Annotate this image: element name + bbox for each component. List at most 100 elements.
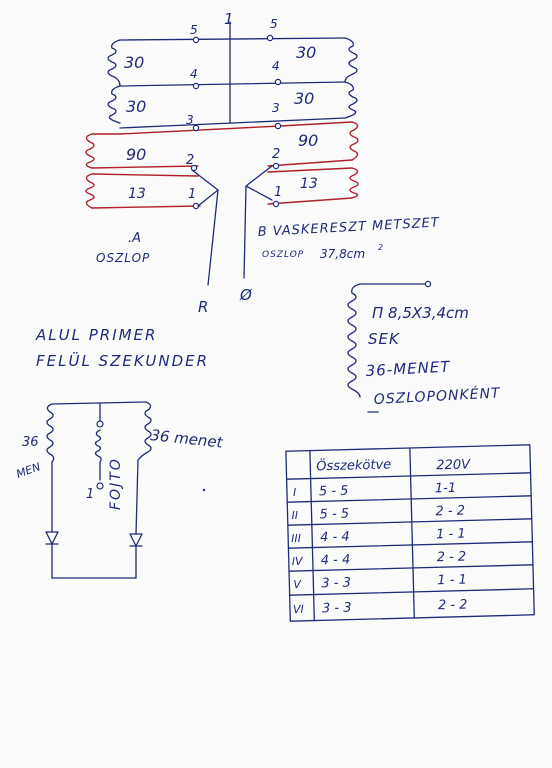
tap-line-4 xyxy=(119,81,346,87)
table-row: I 5 - 5 1-1 xyxy=(293,481,457,500)
core-area-exp: 2 xyxy=(378,243,383,252)
right-tap-2: 2 xyxy=(272,147,280,162)
note-primary: ALUL PRIMER xyxy=(35,326,157,344)
table-header-connection: Összekötve xyxy=(316,455,391,474)
sek-top-dot xyxy=(424,280,432,288)
choke-label: FOJTO xyxy=(108,457,124,510)
left-tap-5: 5 xyxy=(190,23,198,37)
note-secondary: FELÜL SZEKUNDER xyxy=(36,351,209,370)
row-volt: 1-1 xyxy=(435,481,457,497)
left-turns-4: 13 xyxy=(128,186,146,202)
connection-table: Összekötve 220V I 5 - 5 1-1 II 5 - 5 2 -… xyxy=(285,444,535,622)
red-tap-line-3 xyxy=(91,121,353,135)
table-header-voltage: 220V xyxy=(436,457,471,473)
core-area: 37,8cm xyxy=(320,247,365,261)
core-size: Π 8,5X3,4cm xyxy=(372,304,469,322)
row-conn: 4 - 4 xyxy=(321,553,351,569)
row-num: VI xyxy=(293,603,304,616)
sec-right-label: 36 menet xyxy=(150,426,225,452)
column-a-label: OSZLOP xyxy=(96,251,150,265)
column-b-word: OSZLOP xyxy=(262,250,304,260)
tap-dot-left-2 xyxy=(190,164,198,172)
tap-line-5 xyxy=(119,37,346,41)
row-volt: 2 - 2 xyxy=(435,504,465,520)
right-lead-join xyxy=(245,185,273,201)
tap-dot-right-3 xyxy=(274,122,282,130)
table-border xyxy=(285,444,535,622)
tap-dot-right-1 xyxy=(272,200,280,208)
row-volt: 1 - 1 xyxy=(437,573,467,589)
row-conn: 3 - 3 xyxy=(321,576,351,592)
left-tap-2: 2 xyxy=(186,153,194,168)
top-center-label: 1 xyxy=(224,10,234,28)
row-conn: 3 - 3 xyxy=(322,601,352,617)
red-bottom-right xyxy=(267,197,353,205)
right-turns-3: 90 xyxy=(298,131,318,150)
right-turns-1: 30 xyxy=(296,43,316,62)
tap-dot-right-2 xyxy=(272,162,280,170)
choke-coil xyxy=(94,429,102,481)
tap-dot-right-5 xyxy=(266,34,274,42)
right-tap-3: 3 xyxy=(272,101,280,115)
right-tap-5: 5 xyxy=(270,17,278,31)
choke-tap: 1 xyxy=(86,487,94,502)
table-row: VI 3 - 3 2 - 2 xyxy=(293,598,468,617)
left-lead-join xyxy=(197,189,219,207)
left-coil-red xyxy=(85,133,95,209)
row-num: V xyxy=(293,578,302,591)
row-conn: 4 - 4 xyxy=(320,530,350,546)
right-diode xyxy=(129,533,143,547)
left-tap-4: 4 xyxy=(190,67,198,81)
secondary-circuit: 1 FOJTO 36 MEN 36 menet xyxy=(15,401,225,579)
sec-top-wire xyxy=(51,401,147,405)
right-turns-4: 13 xyxy=(300,176,318,192)
stray-dot xyxy=(202,488,206,492)
row-volt: 2 - 2 xyxy=(438,598,468,614)
red-tap-line-1-right xyxy=(267,167,353,173)
red-tap-line-2-left xyxy=(91,165,199,169)
column-a-letter: .A xyxy=(128,231,141,246)
sec-right-coil xyxy=(135,401,152,535)
tap-dot-right-4 xyxy=(274,78,282,86)
table-row-line-5 xyxy=(289,588,535,596)
terminal-zero: Ø xyxy=(239,286,253,304)
terminal-r: R xyxy=(198,298,208,316)
right-lead-wire xyxy=(243,165,273,279)
core-turns: 36-MENET xyxy=(365,358,451,380)
left-turns-2: 30 xyxy=(126,97,146,116)
right-turns-2: 30 xyxy=(294,89,314,108)
right-coil-red xyxy=(349,121,359,199)
sek-coil xyxy=(347,283,361,398)
row-num: III xyxy=(291,532,301,545)
table-row: II 5 - 5 2 - 2 xyxy=(291,504,465,523)
table-row: III 4 - 4 1 - 1 xyxy=(291,527,466,546)
row-conn: 5 - 5 xyxy=(319,484,349,500)
left-tap-1: 1 xyxy=(188,187,196,202)
red-tap-line-2-right xyxy=(267,159,353,167)
choke-bottom-dot xyxy=(96,482,104,490)
left-turns-1: 30 xyxy=(124,53,144,72)
sec-left-turns: 36 xyxy=(22,435,39,450)
secondary-coil-sketch: Π 8,5X3,4cm SEK 36-MENET OSZLOPONKÉNT xyxy=(347,280,501,413)
row-num: II xyxy=(291,509,298,522)
core-sek: SEK xyxy=(368,330,400,348)
left-turns-3: 90 xyxy=(126,145,146,164)
tap-dot-left-5 xyxy=(192,36,200,44)
row-volt: 1 - 1 xyxy=(436,527,466,543)
left-diode xyxy=(45,531,59,545)
row-conn: 5 - 5 xyxy=(319,507,349,523)
left-tap-3: 3 xyxy=(186,113,194,127)
core-per-column: OSZLOPONKÉNT xyxy=(373,384,501,408)
right-tap-1: 1 xyxy=(274,185,282,200)
right-coil-ink xyxy=(344,37,358,119)
table-row: IV 4 - 4 2 - 2 xyxy=(292,550,467,569)
tap-dot-left-3 xyxy=(192,124,200,132)
left-coil-ink xyxy=(107,39,121,124)
table-row-line-4 xyxy=(288,564,534,572)
tap-dot-left-4 xyxy=(192,82,200,90)
choke-top-dot xyxy=(96,420,104,428)
row-num: IV xyxy=(292,555,305,568)
tap-line-3 xyxy=(119,117,346,129)
row-num: I xyxy=(293,486,297,499)
